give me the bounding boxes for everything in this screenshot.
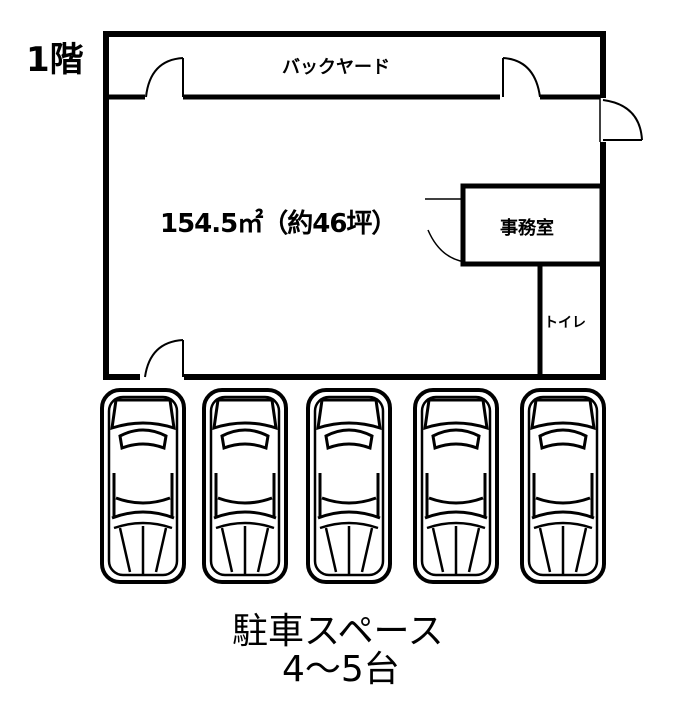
door-entrance	[144, 339, 184, 378]
door-side-exit	[602, 99, 643, 141]
parking-car-2	[202, 388, 288, 584]
floor-label: 1階	[26, 40, 84, 80]
parking-car-4	[413, 388, 499, 584]
door-backyard-right	[502, 57, 541, 98]
parking-capacity: 4～5台	[282, 649, 400, 690]
door-backyard-left	[145, 57, 184, 98]
parking-title: 駐車スペース	[232, 611, 444, 652]
main-area-label: 154.5㎡（約46坪）	[160, 209, 397, 239]
parking-car-3	[306, 388, 392, 584]
office-room	[425, 183, 605, 267]
office-label: 事務室	[500, 218, 554, 239]
toilet-label: トイレ	[544, 315, 586, 331]
backyard-label: バックヤード	[282, 57, 390, 78]
parking-car-5	[520, 388, 606, 584]
parking-car-1	[100, 388, 186, 584]
